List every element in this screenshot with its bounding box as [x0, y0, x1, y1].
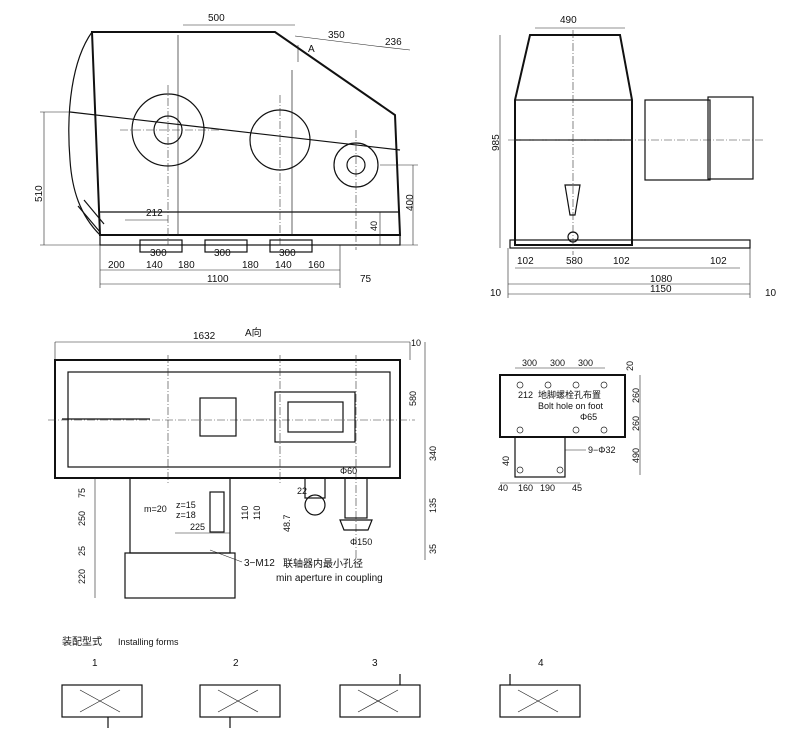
- bolt-right-260b: 260: [631, 416, 641, 431]
- bolt-bottom-190: 190: [540, 483, 555, 493]
- bolt-phi65: Φ65: [580, 412, 597, 422]
- side-row-1150: 1150: [650, 284, 672, 295]
- bolt-top-20: 20: [625, 361, 635, 371]
- plan-view: A向 1632 m=20 z=15 z=18 225 110 110 3−M12: [48, 326, 438, 599]
- front-dim-350: 350: [328, 30, 345, 41]
- plan-motor-z2: z=18: [176, 510, 196, 520]
- bolt-label-cn: 地脚螺栓孔布置: [538, 389, 601, 400]
- plan-coupling-en: min aperture in coupling: [276, 573, 383, 584]
- front-dim-510: 510: [34, 185, 45, 202]
- plan-d22: 22: [297, 486, 307, 496]
- plan-right-35: 35: [428, 544, 438, 554]
- plan-phi150: Φ150: [350, 537, 372, 547]
- front-row-180a: 180: [178, 260, 195, 271]
- installing-form-4: 4: [538, 658, 544, 669]
- plan-left-25: 25: [77, 546, 87, 556]
- front-dim-236: 236: [385, 37, 402, 48]
- bolt-label-en: Bolt hole on foot: [538, 401, 604, 411]
- plan-motor-m: m=20: [144, 504, 167, 514]
- bolt-holes: 9−Φ32: [588, 445, 615, 455]
- side-dim-490: 490: [560, 15, 577, 26]
- bolt-bottom-40: 40: [498, 483, 508, 493]
- plan-phi60: Φ60: [340, 466, 357, 476]
- plan-title: A向: [245, 326, 262, 339]
- front-dim-75: 75: [360, 274, 372, 285]
- plan-motor-z1: z=15: [176, 500, 196, 510]
- plan-dim-225: 225: [190, 522, 205, 532]
- front-row-160: 160: [308, 260, 325, 271]
- front-slot-1: 300: [150, 248, 167, 259]
- plan-right-580: 580: [408, 391, 418, 406]
- side-view: 490 985 102 580 102 102 10 1080 10 1150: [490, 15, 777, 299]
- installing-forms: 装配型式 Installing forms 1 2 3 4: [61, 635, 581, 728]
- side-row-580: 580: [566, 256, 583, 267]
- plan-left-220: 220: [77, 569, 87, 584]
- bolt-top-300a: 300: [522, 358, 537, 368]
- plan-left-250: 250: [77, 511, 87, 526]
- plan-dim-1632: 1632: [193, 331, 216, 342]
- side-row-102c: 102: [710, 256, 727, 267]
- side-dim-985: 985: [491, 134, 502, 151]
- side-row-10b: 10: [765, 288, 777, 299]
- front-slot-2: 300: [214, 248, 231, 259]
- bolt-left-40: 40: [501, 456, 511, 466]
- plan-coupling-cn: 联轴器内最小孔径: [283, 557, 363, 570]
- bolt-bottom-45: 45: [572, 483, 582, 493]
- side-row-102b: 102: [613, 256, 630, 267]
- front-dim-1100: 1100: [207, 274, 229, 285]
- bolt-right-260a: 260: [631, 388, 641, 403]
- front-view: 500 350 236 A 510 400 40 212 300 300 300…: [34, 13, 418, 288]
- plan-dim-110b: 110: [252, 506, 262, 520]
- plan-right-10: 10: [411, 338, 421, 348]
- plan-bolt-note: 3−M12: [244, 558, 275, 569]
- plan-d48: 48.7: [282, 514, 292, 532]
- front-row-200: 200: [108, 260, 125, 271]
- installing-form-2: 2: [233, 658, 239, 669]
- installing-form-1: 1: [92, 658, 98, 669]
- plan-right-135: 135: [428, 498, 438, 513]
- plan-dim-110a: 110: [240, 506, 250, 520]
- installing-form-3: 3: [372, 658, 378, 669]
- front-row-140a: 140: [146, 260, 163, 271]
- bolt-right-490: 490: [631, 448, 641, 463]
- front-row-180b: 180: [242, 260, 259, 271]
- front-slot-3: 300: [279, 248, 296, 259]
- installing-title-cn: 装配型式: [62, 635, 102, 648]
- plan-left-75: 75: [77, 488, 87, 498]
- plan-right-340: 340: [428, 446, 438, 461]
- side-row-10a: 10: [490, 288, 502, 299]
- front-row-140b: 140: [275, 260, 292, 271]
- bolt-dim-212: 212: [518, 390, 533, 400]
- front-dim-400: 400: [405, 194, 416, 211]
- bolt-bottom-160: 160: [518, 483, 533, 493]
- front-dim-212: 212: [146, 208, 163, 219]
- side-row-102a: 102: [517, 256, 534, 267]
- bolt-layout: 300 300 300 20 地脚螺栓孔布置 Bolt hole on foot…: [498, 358, 641, 493]
- front-view-arrow: A: [308, 44, 315, 55]
- bolt-top-300c: 300: [578, 358, 593, 368]
- installing-title-en: Installing forms: [118, 637, 179, 647]
- bolt-top-300b: 300: [550, 358, 565, 368]
- front-dim-500: 500: [208, 13, 225, 24]
- side-row-1080: 1080: [650, 274, 673, 285]
- front-dim-40: 40: [369, 221, 379, 231]
